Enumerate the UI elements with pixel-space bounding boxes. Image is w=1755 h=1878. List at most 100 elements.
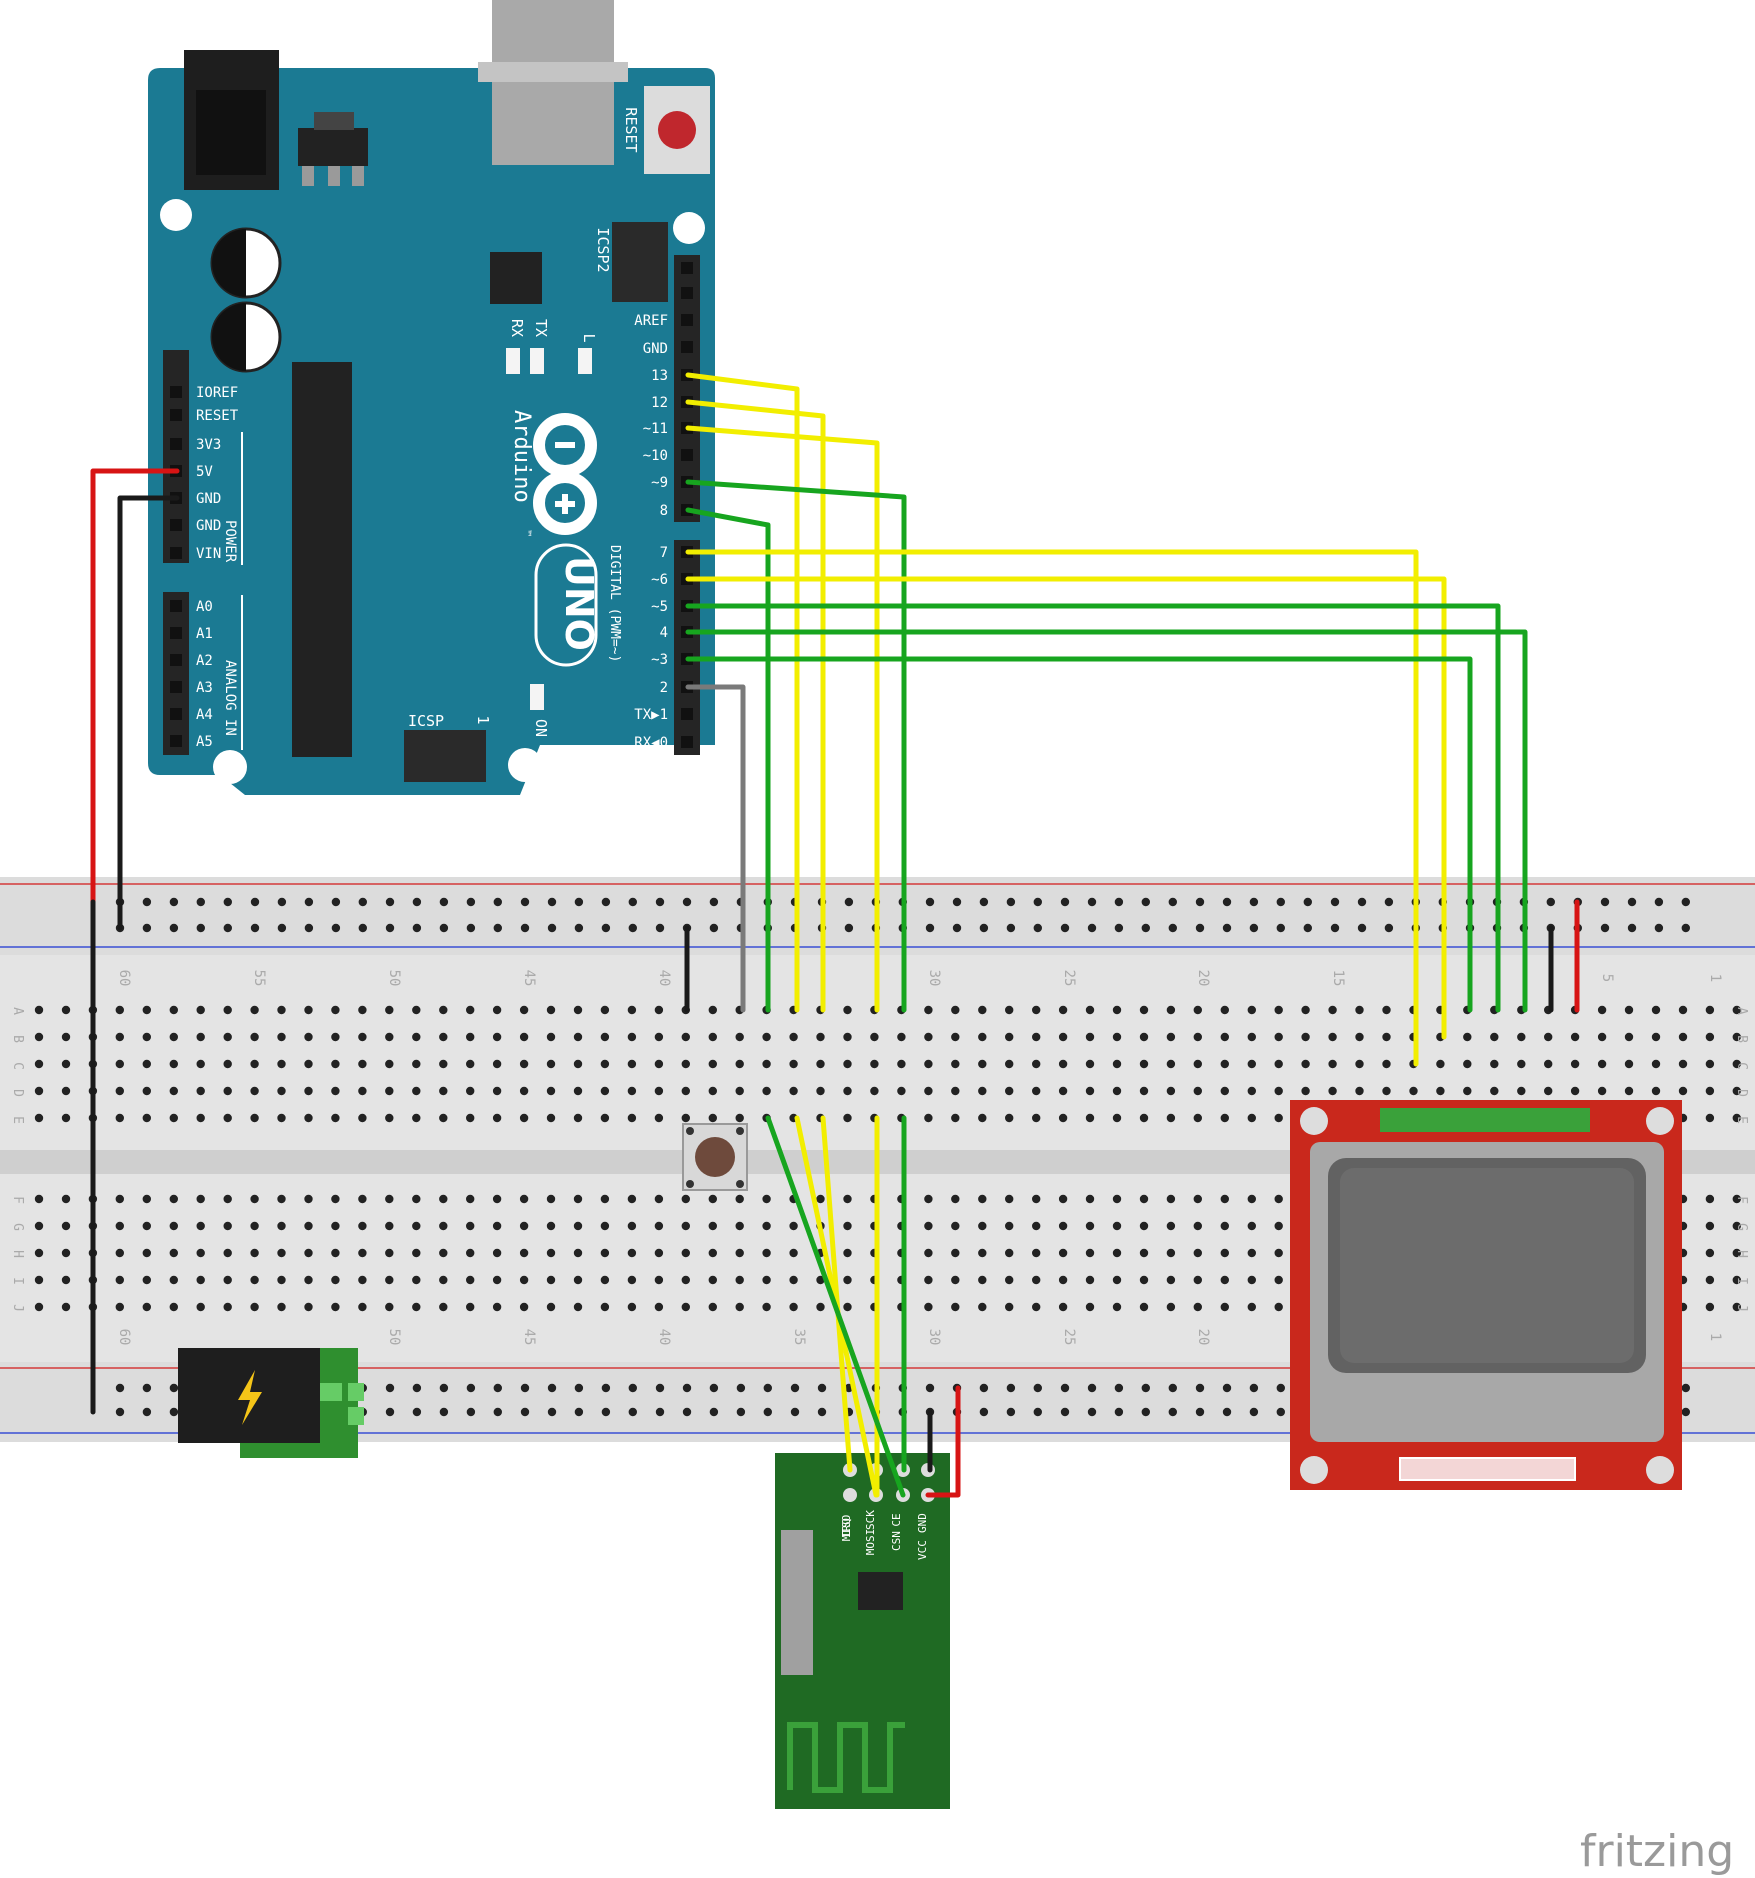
- breadboard-hole: [951, 1221, 960, 1231]
- breadboard-hole: [924, 1275, 933, 1285]
- digital-label: DIGITAL (PWM=~): [607, 545, 622, 662]
- wire-pin11-yellow[interactable]: [685, 425, 880, 1013]
- rail-hole: [1060, 1407, 1070, 1417]
- rail-hole: [142, 1407, 152, 1417]
- row-letter-a-right: A: [1734, 1007, 1749, 1015]
- breadboard-hole: [1112, 1275, 1122, 1285]
- wire-pin4-green[interactable]: [685, 629, 1528, 1013]
- rail-hole: [1033, 897, 1043, 907]
- breadboard-hole: [708, 1113, 717, 1123]
- arduino-board[interactable]: [148, 68, 715, 795]
- wire-gnd-black[interactable]: [117, 495, 180, 931]
- breadboard-hole: [412, 1032, 421, 1042]
- breadboard-hole: [627, 1059, 637, 1069]
- breadboard-hole: [681, 1032, 690, 1042]
- breadboard-hole: [546, 1194, 556, 1204]
- breadboard-hole: [1112, 1221, 1122, 1231]
- push-button[interactable]: [682, 1123, 748, 1191]
- wire-pin6-yellow[interactable]: [685, 576, 1447, 1040]
- wire-pin8-green[interactable]: [685, 507, 771, 1013]
- dc-jack-module[interactable]: [178, 1348, 364, 1458]
- wire-radio-sck-yellow[interactable]: [820, 1115, 853, 1473]
- breadboard-hole: [1139, 1194, 1149, 1204]
- wire-radio-vcc-red[interactable]: [925, 1385, 961, 1498]
- wire-pin2-gray[interactable]: [685, 684, 746, 1013]
- breadboard-hole: [358, 1005, 367, 1015]
- rail-hole: [1006, 897, 1016, 907]
- breadboard-hole: [169, 1032, 178, 1042]
- breadboard-hole: [1032, 1005, 1041, 1015]
- push-button-cap[interactable]: [695, 1137, 735, 1177]
- breadboard-hole: [223, 1086, 232, 1096]
- breadboard-hole: [115, 1059, 125, 1069]
- breadboard-hole: [385, 1275, 394, 1285]
- breadboard-hole: [466, 1113, 475, 1123]
- header-pin: [681, 287, 693, 299]
- breadboard-hole: [169, 1302, 178, 1312]
- wire-pin7-yellow[interactable]: [685, 549, 1419, 1067]
- rail-hole: [142, 897, 152, 907]
- breadboard-hole: [304, 1059, 313, 1069]
- rail-hole: [1546, 897, 1556, 907]
- breadboard-hole: [1112, 1005, 1122, 1015]
- on-label: ON: [532, 719, 550, 737]
- breadboard-hole: [816, 1302, 825, 1312]
- breadboard-hole: [762, 1086, 771, 1096]
- wire-pin13-yellow[interactable]: [685, 372, 800, 1013]
- breadboard-hole: [573, 1302, 583, 1312]
- power-header: [163, 350, 189, 563]
- rail-hole: [1627, 923, 1637, 933]
- uno-label: UNO: [557, 556, 601, 651]
- wire-5v-red[interactable]: [90, 468, 180, 905]
- capacitor-marking: [212, 229, 246, 297]
- usb-connector: [492, 0, 614, 165]
- analog-header: [163, 592, 189, 755]
- breadboard-hole: [492, 1032, 502, 1042]
- col-number-25: 25: [1061, 970, 1077, 987]
- digital-header-low: [674, 540, 700, 755]
- breadboard-hole: [1732, 1086, 1742, 1096]
- breadboard-hole: [978, 1032, 987, 1042]
- rail-hole: [1303, 923, 1313, 933]
- breadboard-hole: [439, 1248, 448, 1258]
- breadboard-hole: [708, 1005, 717, 1015]
- rail-hole: [1222, 1383, 1232, 1393]
- breadboard-hole: [331, 1248, 340, 1258]
- rail-hole: [1600, 897, 1610, 907]
- col-number-45: 45: [521, 970, 537, 987]
- breadboard-hole: [358, 1059, 367, 1069]
- breadboard-hole: [681, 1221, 690, 1231]
- breadboard-hole: [61, 1248, 71, 1258]
- reset-button-cap[interactable]: [658, 111, 696, 149]
- breadboard-hole: [277, 1275, 286, 1285]
- rail-hole: [1222, 897, 1232, 907]
- breadboard-hole: [169, 1086, 178, 1096]
- wire-pin12-yellow[interactable]: [685, 399, 826, 1013]
- rail-hole: [925, 897, 935, 907]
- rail-hole: [304, 897, 314, 907]
- wire-pin9-green[interactable]: [685, 479, 907, 1013]
- breadboard-hole: [519, 1005, 529, 1015]
- breadboard-hole: [1220, 1221, 1230, 1231]
- breadboard-hole: [1247, 1275, 1257, 1285]
- nrf24l01-radio[interactable]: IRQ MISO MOSI SCK CSN CE VCC GND: [775, 1453, 950, 1809]
- infinity-logo-icon: [533, 413, 597, 535]
- breadboard-hole: [1166, 1086, 1176, 1096]
- breadboard-hole: [816, 1194, 825, 1204]
- breadboard-hole: [924, 1221, 933, 1231]
- nokia-5110-lcd[interactable]: [1290, 1100, 1682, 1490]
- arduino-uno[interactable]: RESET ICSP2 RX TX L ON Arduino ™ UNO ICS…: [148, 0, 715, 795]
- wire-radio-csn-green[interactable]: [765, 1115, 906, 1498]
- wire-pin3-green[interactable]: [685, 656, 1473, 1013]
- breadboard-hole: [627, 1032, 637, 1042]
- rail-hole: [1330, 923, 1340, 933]
- breadboard-hole: [385, 1302, 394, 1312]
- breadboard-hole: [385, 1005, 394, 1015]
- wire-pin5-green[interactable]: [685, 603, 1501, 1013]
- breadboard-hole: [277, 1032, 286, 1042]
- rail-hole: [574, 1407, 584, 1417]
- rail-hole: [790, 1383, 800, 1393]
- row-letter-i-right: I: [1734, 1277, 1749, 1285]
- rail-hole: [601, 923, 611, 933]
- row-letter-a-left: A: [10, 1007, 25, 1015]
